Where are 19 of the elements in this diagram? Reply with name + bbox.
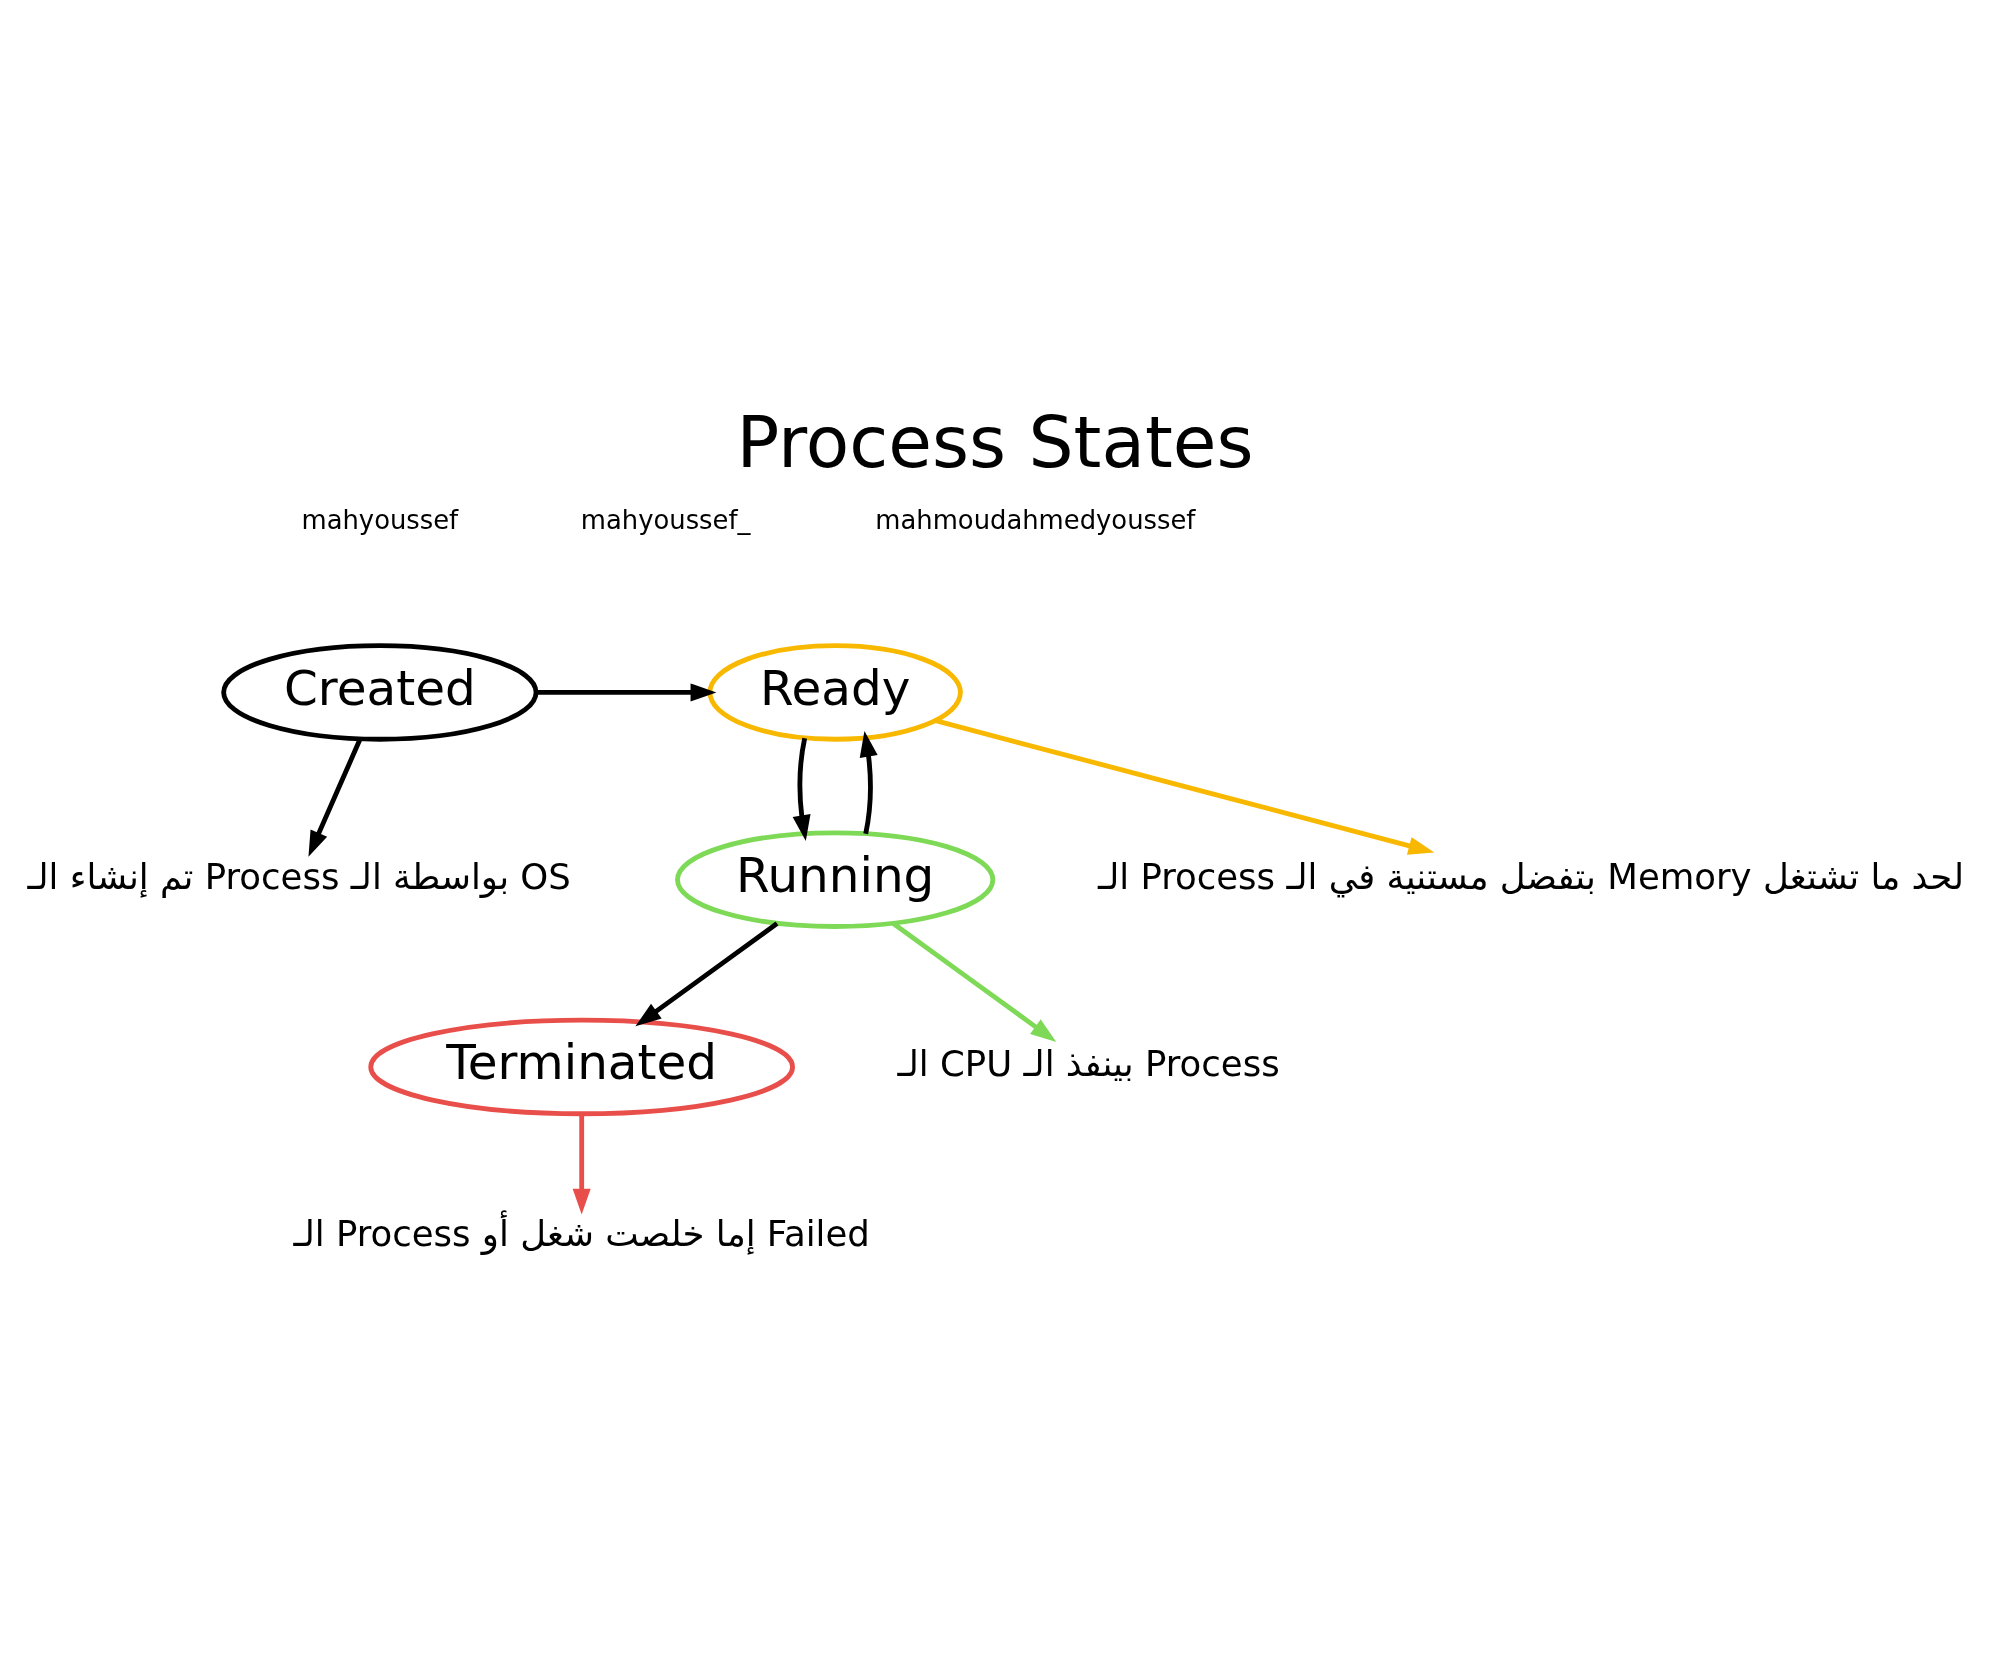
node-text: الـ Process إما خلصت شغل أو Failed bbox=[293, 1212, 870, 1254]
node-ellipse: Terminated bbox=[368, 1017, 795, 1116]
arrow bbox=[792, 737, 811, 841]
label: mahyoussef_ bbox=[580, 504, 751, 535]
arrow bbox=[859, 730, 878, 834]
label: mahmoudahmedyoussef bbox=[875, 504, 1196, 535]
node-text: تم إنشاء الـ Process بواسطة الـ OS bbox=[27, 855, 571, 897]
arrow bbox=[572, 1113, 591, 1214]
node-text: الـ CPU بينفذ الـ Process bbox=[897, 1042, 1280, 1084]
node-text: الـ Process بتفضل مستنية في الـ Memory لحد ما تشتغل bbox=[1098, 855, 1964, 897]
arrow bbox=[934, 717, 1435, 855]
diagram-title: Process States bbox=[736, 400, 1254, 484]
node-ellipse: Running bbox=[675, 830, 996, 929]
arrow bbox=[536, 682, 717, 701]
label: mahyoussef bbox=[301, 504, 459, 535]
node-ellipse: Created bbox=[221, 642, 539, 742]
node-ellipse: Ready bbox=[707, 642, 963, 742]
arrow bbox=[635, 921, 779, 1026]
arrow bbox=[891, 921, 1057, 1042]
